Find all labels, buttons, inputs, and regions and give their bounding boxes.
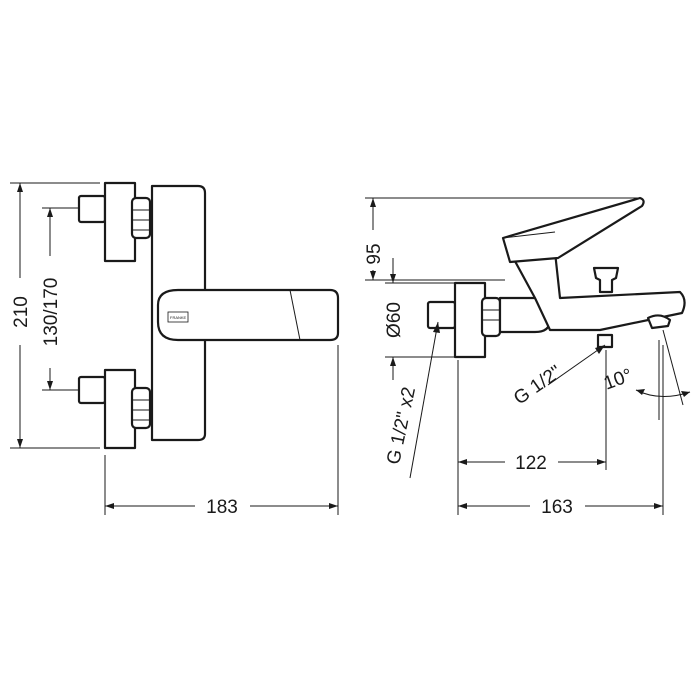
height-label: 210 <box>11 296 32 328</box>
brand-logo-text: FRANKE <box>170 315 187 320</box>
lever-top-edge <box>502 231 556 239</box>
shower-outlet <box>596 333 614 349</box>
dim-escutcheon <box>385 258 455 380</box>
inlet-spacing-label: 130/170 <box>41 278 62 347</box>
side-inlet-cap <box>426 300 457 330</box>
dim-inlet-spacing <box>42 207 80 391</box>
dim-handle-height <box>365 197 640 281</box>
front-view: FRANKE 210 <box>10 181 340 518</box>
spout <box>508 250 686 332</box>
width-label: 183 <box>206 497 238 518</box>
diverter-knob <box>592 266 620 294</box>
lower-nut <box>130 386 152 430</box>
brand-logo <box>167 311 189 323</box>
lower-escutcheon <box>103 368 137 450</box>
spout-offset-label: 122 <box>515 453 547 474</box>
dim-depth <box>457 345 664 515</box>
handle-height-label: 95 <box>364 243 385 264</box>
outlet-leader <box>547 344 606 386</box>
side-lever <box>501 196 645 264</box>
side-escutcheon <box>453 281 487 359</box>
dim-width <box>104 345 339 515</box>
outlet-leader-arrow <box>595 345 605 354</box>
upper-inlet-cap <box>77 194 107 224</box>
side-view: 95 Ø60 G 1/2" x2 G 1/2" 10° <box>364 196 691 518</box>
upper-nut <box>130 196 152 240</box>
dim-height <box>10 182 100 449</box>
dim-spout-offset <box>457 350 607 470</box>
lower-inlet-cap <box>77 375 107 405</box>
inlet-leader-arrow <box>433 322 440 333</box>
upper-inlet <box>77 181 152 263</box>
lever-edge-line <box>289 289 301 341</box>
upper-escutcheon <box>103 181 137 263</box>
inlet-leader <box>409 321 439 479</box>
side-nut <box>480 296 502 338</box>
aerator <box>646 314 672 330</box>
lower-inlet <box>77 368 152 450</box>
escutcheon-label: Ø60 <box>384 302 405 338</box>
angle-indicator <box>635 329 691 420</box>
depth-label: 163 <box>541 497 573 518</box>
outlet-thread-label: G 1/2" <box>510 362 566 410</box>
